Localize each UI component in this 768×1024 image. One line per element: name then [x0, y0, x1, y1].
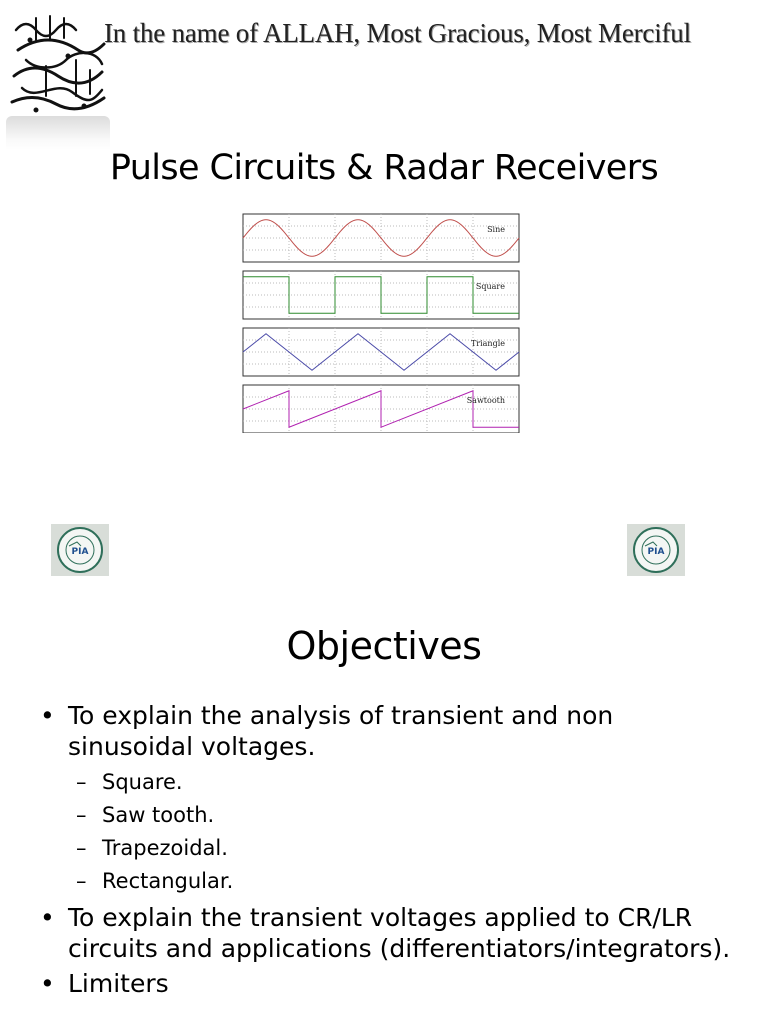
- sub-item-text: Saw tooth.: [102, 803, 215, 827]
- waveform-label-sawtooth: Sawtooth: [467, 396, 505, 405]
- svg-text:PIA: PIA: [648, 547, 665, 557]
- slide-title-pulse-circuits: Pulse Circuits & Radar Receivers: [109, 148, 659, 188]
- pia-logo-icon: PIA: [627, 524, 685, 576]
- pia-logo-icon: PIA: [51, 524, 109, 576]
- waveform-line-sine: [242, 219, 520, 257]
- sub-list: – Square. – Saw tooth. – Trapezoidal. – …: [76, 766, 740, 898]
- slide-title-objectives: Objectives: [286, 624, 482, 668]
- basmala-calligraphy-icon: [6, 10, 110, 116]
- svg-text:PIA: PIA: [72, 547, 89, 557]
- bullet-text: To explain the transient voltages applie…: [68, 903, 731, 963]
- basmala-text: In the name of ALLAH, Most Gracious, Mos…: [104, 18, 691, 48]
- waveform-line-triangle: [242, 333, 520, 371]
- dash-icon: –: [76, 836, 87, 860]
- waveform-line-square: [243, 276, 519, 314]
- sub-item-text: Trapezoidal.: [102, 836, 228, 860]
- dash-icon: –: [76, 803, 87, 827]
- waveform-panel-sawtooth: Sawtooth: [242, 384, 520, 434]
- sub-list-item: – Saw tooth.: [76, 799, 740, 832]
- list-item: • To explain the analysis of transient a…: [40, 700, 740, 762]
- bullet-icon: •: [40, 969, 55, 998]
- dash-icon: –: [76, 869, 87, 893]
- dash-icon: –: [76, 770, 87, 794]
- sub-list-item: – Trapezoidal.: [76, 832, 740, 865]
- objectives-list: • To explain the analysis of transient a…: [40, 700, 740, 1003]
- waveform-label-triangle: Triangle: [471, 339, 505, 348]
- list-item: • To explain the transient voltages appl…: [40, 902, 740, 964]
- waveform-label-square: Square: [476, 282, 505, 291]
- waveform-panel-square: Square: [242, 270, 520, 320]
- waveform-panel-triangle: Triangle: [242, 327, 520, 377]
- waveform-panel-sine: Sine: [242, 213, 520, 263]
- sub-item-text: Square.: [102, 770, 183, 794]
- bullet-text: To explain the analysis of transient and…: [68, 701, 614, 761]
- bullet-icon: •: [40, 701, 55, 730]
- sub-list-item: – Square.: [76, 766, 740, 799]
- bullet-text: Limiters: [68, 969, 169, 998]
- sub-list-item: – Rectangular.: [76, 865, 740, 898]
- list-item: • Limiters: [40, 968, 740, 999]
- waveform-line-sawtooth: [242, 390, 519, 428]
- calligraphy-reflection: [6, 116, 110, 150]
- sub-item-text: Rectangular.: [102, 869, 234, 893]
- waveform-label-sine: Sine: [487, 225, 505, 234]
- bullet-icon: •: [40, 903, 55, 932]
